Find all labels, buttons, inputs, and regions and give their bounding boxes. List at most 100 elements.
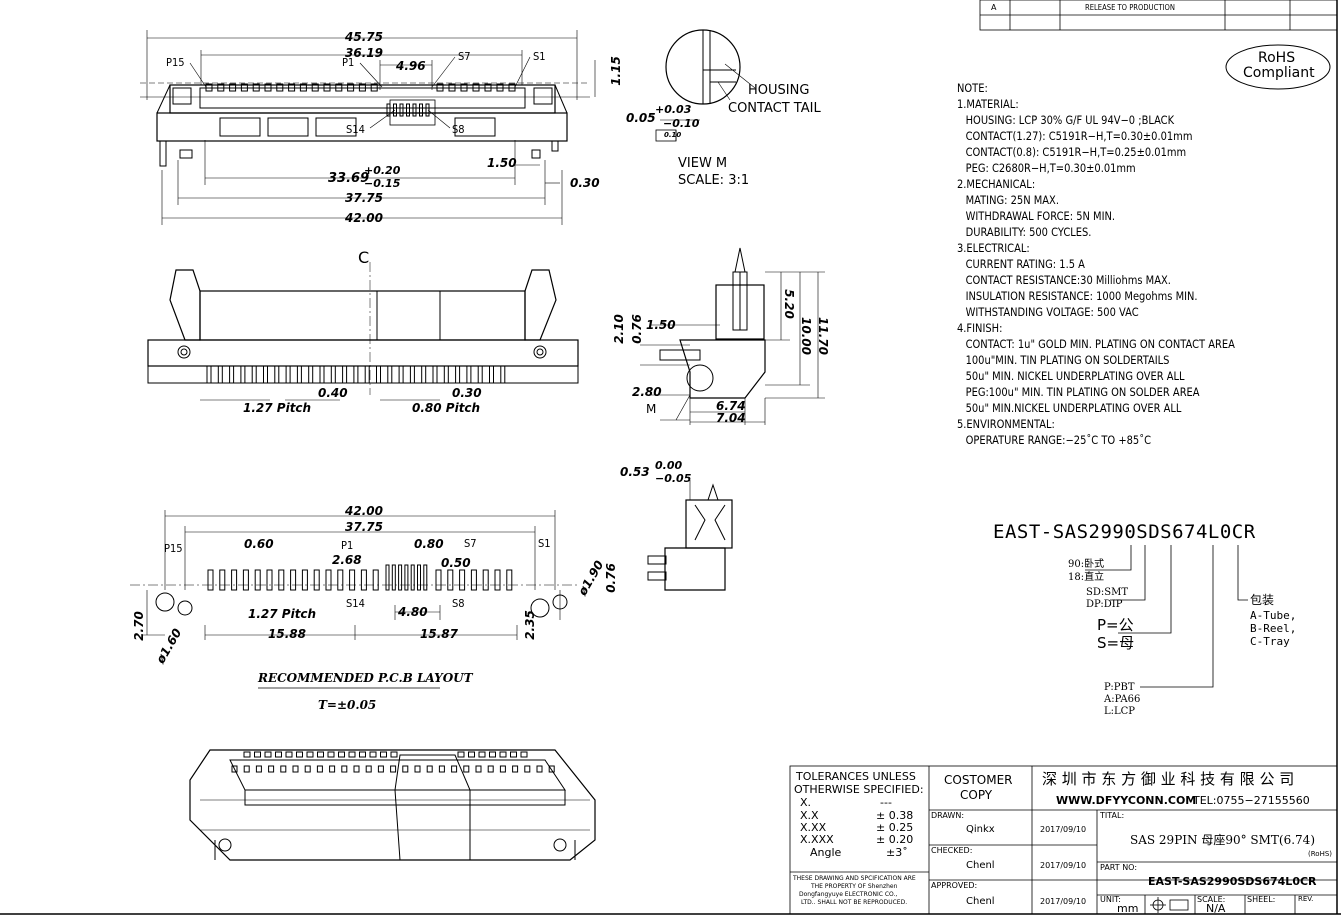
- pcb-dim-37-75: 37.75: [345, 520, 383, 534]
- scale-value: N/A: [1206, 902, 1226, 915]
- front-pin: [466, 365, 472, 384]
- iso-pin: [457, 751, 465, 758]
- iso-pin: [510, 751, 517, 758]
- iso-pin: [402, 765, 409, 773]
- iso-pin: [369, 751, 377, 758]
- pcb-pitch-1-27: 1.27 Pitch: [248, 607, 317, 621]
- note-line: CONTACT(1.27): C5191R−H,T=0.30±0.01mm: [965, 129, 1193, 143]
- revision-table: [979, 0, 1338, 31]
- iso-pin: [255, 765, 262, 773]
- note-line: INSULATION RESISTANCE: 1000 Megohms MIN.: [965, 289, 1198, 303]
- pcb-pin-s1: S1: [538, 537, 551, 550]
- pcb-pad: [301, 569, 308, 591]
- pcb-pad: [435, 569, 442, 591]
- pcb-pin-p1: P1: [341, 539, 354, 552]
- iso-pin: [254, 751, 261, 758]
- dim-4-96: 4.96: [396, 59, 426, 73]
- housing-label: HOUSING: [748, 83, 810, 98]
- tol-x-val: ---: [880, 796, 892, 809]
- top-pin: [358, 83, 366, 92]
- front-pin: [364, 365, 370, 384]
- front-pin: [421, 365, 427, 384]
- pin-label-p1: P1: [342, 56, 355, 69]
- top-pin: [264, 83, 272, 92]
- part-number: EAST-SAS2990SDS674L0CR: [1148, 875, 1317, 888]
- iso-pin: [390, 751, 398, 758]
- pcb-dim-0-76: 0.76: [603, 563, 618, 593]
- pcb-pad: [325, 569, 332, 591]
- note-line: HOUSING: LCP 30% G/F UL 94V−0 ;BLACK: [965, 113, 1175, 127]
- drawn-date: 2017/09/10: [1040, 825, 1087, 834]
- note-line: PEG: C2680R−H,T=0.30±0.01mm: [965, 161, 1136, 175]
- front-pin: [308, 365, 314, 384]
- side-view-connector: [640, 247, 825, 425]
- tol-angle-val: ±3˚: [886, 846, 908, 859]
- pcb-pad: [254, 569, 261, 591]
- front-pin: [398, 365, 404, 384]
- isometric-view: [189, 749, 596, 861]
- iso-pin: [414, 765, 421, 773]
- pin-label-s8: S8: [452, 123, 465, 136]
- top-view-pins: [205, 83, 516, 117]
- tol-xx1-val: ± 0.38: [876, 809, 914, 822]
- iso-pin: [268, 765, 275, 773]
- pcb-dim-2-35: 2.35: [522, 610, 537, 640]
- front-pin: [500, 365, 506, 384]
- front-pin: [274, 365, 280, 384]
- view-m-tol-minus: −0.10: [663, 117, 700, 130]
- dim-0-40: 0.40: [318, 386, 348, 400]
- key-p: P=公: [1097, 616, 1134, 634]
- dim-45-75: 45.75: [345, 30, 383, 44]
- title-block-grid: [789, 765, 1338, 915]
- pitch-0-80: 0.80 Pitch: [412, 401, 481, 415]
- property-line-3: Dongfangyuye ELECTRONIC CO.,: [799, 891, 898, 898]
- iso-pin: [524, 765, 531, 773]
- note-line: 2.MECHANICAL:: [957, 177, 1036, 191]
- view-m-tol-base: 0.05: [626, 111, 656, 125]
- tol-xx1: X.X: [800, 809, 819, 822]
- pcb-dim-0-60: 0.60: [244, 537, 274, 551]
- iso-pin: [353, 765, 360, 773]
- iso-pin: [329, 765, 336, 773]
- top-pin: [496, 83, 504, 92]
- dim-42-00: 42.00: [345, 211, 383, 225]
- property-line-4: LTD.. SHALL NOT BE REPRODUCED.: [801, 899, 908, 906]
- top-pin: [229, 83, 237, 92]
- pcb-dim-15-88: 15.88: [268, 627, 306, 641]
- iso-pin: [426, 765, 433, 773]
- front-pin: [285, 365, 291, 384]
- top-pin: [323, 83, 331, 92]
- pcb-pad: [417, 564, 421, 591]
- front-pin: [296, 365, 302, 384]
- customer-copy-2: COPY: [960, 788, 993, 802]
- sheet-label: SHEEL:: [1247, 895, 1276, 904]
- dim-33-69-tol-minus: −0.15: [364, 177, 401, 190]
- dim-2-10: 2.10: [611, 314, 626, 344]
- front-view-pins: [206, 365, 506, 384]
- note-line: WITHDRAWAL FORCE: 5N MIN.: [965, 209, 1116, 223]
- top-pin: [205, 83, 213, 92]
- front-pin: [455, 365, 461, 384]
- pcb-pad: [337, 569, 344, 591]
- pcb-pad: [360, 569, 367, 591]
- pcb-pad: [313, 569, 320, 591]
- front-pin: [387, 365, 393, 384]
- unit-label: UNIT:: [1100, 895, 1121, 904]
- pcb-pad: [242, 569, 249, 591]
- pin-label-p15: P15: [166, 56, 185, 69]
- top-pin: [288, 83, 296, 92]
- dim-2-80: 2.80: [632, 385, 662, 399]
- pcb-pin-s14: S14: [346, 597, 365, 610]
- dim-0-30: 0.30: [570, 176, 600, 190]
- approved-date: 2017/09/10: [1040, 897, 1087, 906]
- front-pin: [409, 365, 415, 384]
- pcb-pad: [423, 564, 428, 591]
- iso-pin: [536, 765, 543, 773]
- pin-label-s7: S7: [458, 50, 471, 63]
- pcb-dim-15-87: 15.87: [420, 627, 458, 641]
- pcb-dim-42-00: 42.00: [345, 504, 383, 518]
- dim-neg-0-05: −0.05: [655, 472, 692, 485]
- note-line: 4.FINISH:: [957, 321, 1003, 335]
- front-pin: [330, 365, 336, 384]
- key-pa66: A:PA66: [1104, 694, 1141, 705]
